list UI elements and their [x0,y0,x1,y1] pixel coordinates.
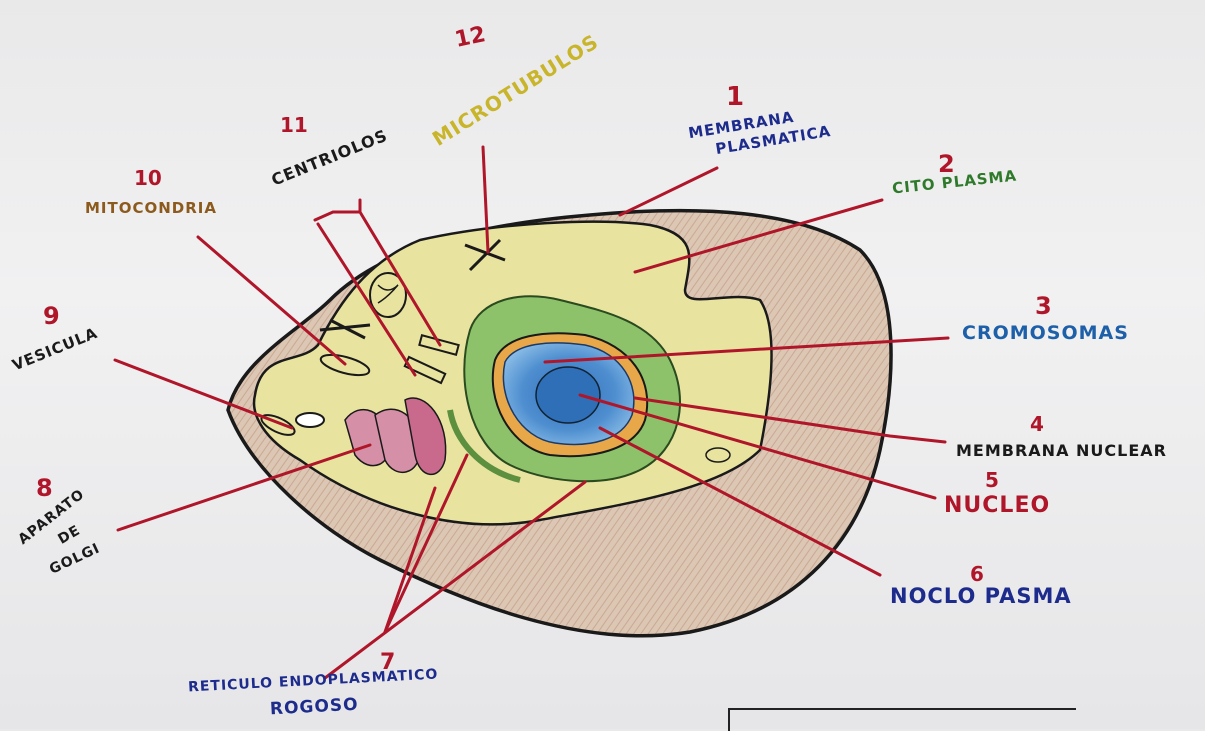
label-number-5: 5 [985,468,999,492]
leader-line-10 [198,237,345,364]
nucleolus [536,367,600,423]
label-number-11: 11 [280,113,308,137]
label-nucleo: NUCLEO [944,494,1050,517]
label-cromosomas: CROMOSOMAS [962,324,1129,344]
leader-line-1 [620,168,717,215]
label-membrana-nuclear: MEMBRANA NUCLEAR [956,443,1167,460]
label-number-3: 3 [1035,292,1052,320]
leader-line-11 [315,200,360,220]
label-number-1: 1 [726,82,744,112]
label-mitocondria: MITOCONDRIA [85,201,217,217]
paper-frame-corner [728,708,1076,731]
label-number-6: 6 [970,562,984,586]
label-nucleoplasma: NOCLO PASMA [890,585,1072,607]
label-number-8: 8 [36,474,53,502]
label-number-4: 4 [1030,412,1044,436]
label-number-9: 9 [43,302,60,330]
label-number-10: 10 [134,166,162,190]
